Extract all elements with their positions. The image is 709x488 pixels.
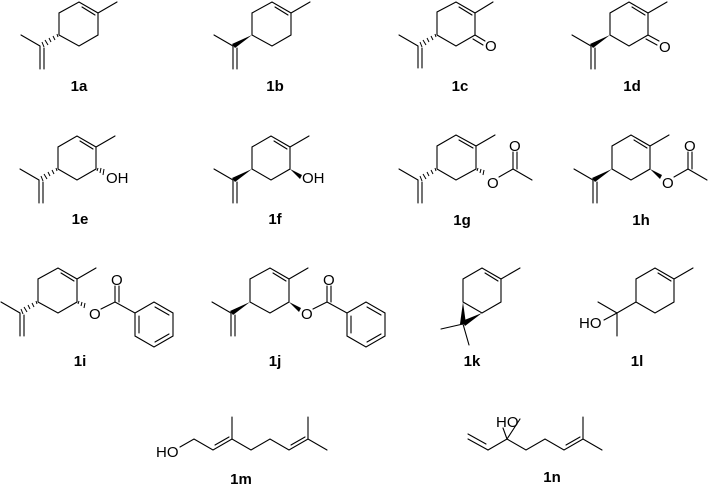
structure-1b: 1b <box>213 1 311 95</box>
compound-label: 1k <box>464 353 481 370</box>
compound-label: 1g <box>453 212 471 229</box>
hydroxyl-group: OH <box>106 170 129 187</box>
structure-1a: 1a <box>20 1 118 95</box>
structure-1g: O O 1g <box>398 134 533 229</box>
structure-1i: O O 1i <box>0 267 174 370</box>
oxygen-atom: O <box>485 38 497 55</box>
compound-label: 1m <box>230 471 252 488</box>
ester-oxygen: O <box>487 175 499 192</box>
cyclopropane-wedge <box>462 313 482 326</box>
compound-label: 1e <box>72 211 89 228</box>
structure-1l: HO 1l <box>579 267 694 370</box>
structure-1f: OH 1f <box>213 135 325 228</box>
carbonyl-oxygen: O <box>323 272 335 289</box>
cyclopropane-wedge <box>460 302 466 324</box>
structure-1c: O 1c <box>398 1 497 95</box>
compound-label: 1l <box>631 353 644 370</box>
compound-label: 1d <box>623 78 641 95</box>
carbonyl-oxygen: O <box>684 138 696 155</box>
ester-oxygen: O <box>301 306 313 323</box>
hydroxyl-group: OH <box>302 170 325 187</box>
compound-label: 1f <box>268 211 282 228</box>
compound-label: 1j <box>269 353 282 370</box>
compound-label: 1h <box>632 212 650 229</box>
compound-label: 1c <box>452 78 469 95</box>
ester-oxygen: O <box>662 175 674 192</box>
hydroxyl-group: HO <box>496 414 519 431</box>
structure-1j: O O 1j <box>211 267 386 370</box>
structure-1d: O 1d <box>571 1 671 95</box>
structure-1h: O O 1h <box>573 134 708 229</box>
hydroxyl-group: HO <box>156 444 179 461</box>
compound-label: 1n <box>543 469 561 486</box>
phenyl-ring <box>134 301 174 348</box>
hydroxyl-group: HO <box>579 315 602 332</box>
compound-label: 1i <box>74 353 87 370</box>
oxygen-atom: O <box>659 39 671 56</box>
structure-1n: HO 1n <box>467 414 603 486</box>
compound-label: 1b <box>266 78 284 95</box>
structure-1k: 1k <box>440 267 521 370</box>
structure-1m: HO 1m <box>156 416 328 488</box>
carbonyl-oxygen: O <box>111 272 123 289</box>
carbonyl-oxygen: O <box>509 138 521 155</box>
structure-1e: OH 1e <box>19 135 129 228</box>
phenyl-ring <box>346 301 386 348</box>
compound-label: 1a <box>71 78 88 95</box>
ester-oxygen: O <box>89 306 101 323</box>
